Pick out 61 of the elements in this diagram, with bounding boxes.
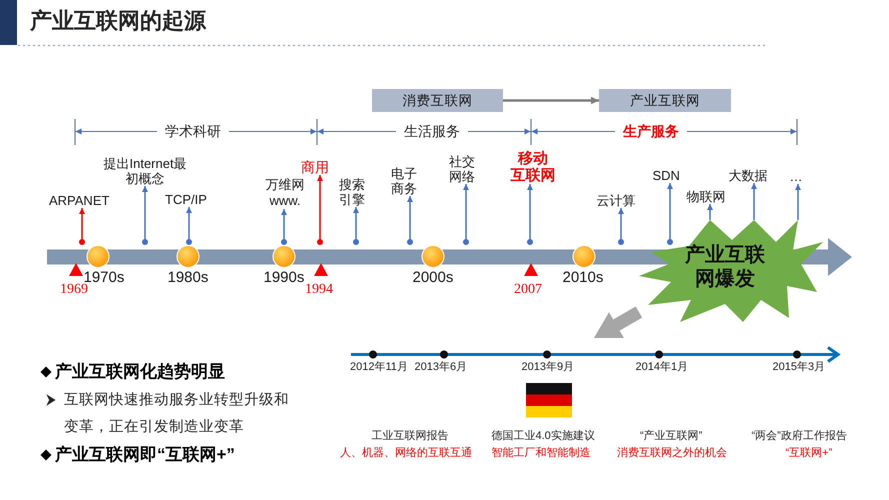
- pin-arrow: [527, 184, 533, 245]
- caption-text: “互联网+”: [786, 446, 832, 460]
- starburst: [639, 220, 823, 322]
- pin-arrow: [667, 183, 673, 245]
- stage-box: 消费互联网: [372, 89, 503, 112]
- decade-label: 1980s: [168, 270, 208, 284]
- caption-text: 工业互联网报告: [372, 430, 448, 442]
- date-label: 2013年9月: [522, 360, 574, 374]
- caption-text: “两会”政府工作报告: [752, 430, 847, 442]
- event-label: 万维网 www.: [262, 177, 308, 209]
- caption-text: 人、机器、网络的互联互通: [340, 446, 472, 460]
- event-label: 搜索引擎: [338, 177, 366, 207]
- event-label: 云计算: [596, 193, 636, 208]
- heading-text: 产业互联网即“互联网+”: [55, 445, 235, 465]
- event-label: 物联网: [686, 189, 726, 204]
- pin-arrow: [463, 184, 469, 245]
- event-label: ARPANET: [49, 193, 110, 208]
- arrow: [503, 96, 599, 104]
- event-label: …: [790, 169, 802, 184]
- event-label: TCP/IP: [165, 192, 207, 207]
- event-label: 电子商务: [390, 166, 418, 196]
- pin-arrow: [795, 184, 801, 220]
- page-title: 产业互联网的起源: [30, 7, 206, 35]
- pin-arrow: [317, 175, 323, 245]
- pin-arrow: [751, 183, 757, 220]
- date-label: 2015年3月: [772, 360, 826, 374]
- caption-text: 智能工厂和智能制造: [492, 446, 590, 460]
- pin-arrow: [407, 196, 413, 245]
- pin-arrow: [281, 209, 287, 245]
- event-label: 提出Internet最初概念: [104, 156, 187, 186]
- decade-label: 2000s: [412, 270, 454, 284]
- stage-box: 产业互联网: [599, 89, 731, 112]
- event-label: 大数据: [728, 168, 768, 183]
- phase-label: 学术科研: [165, 123, 221, 139]
- decade-label: 1990s: [264, 270, 304, 284]
- pin-arrow: [707, 204, 713, 220]
- year-label: 1994: [305, 283, 333, 297]
- event-label: SDN: [652, 168, 680, 183]
- phase-label: 生活服务: [404, 123, 460, 139]
- pin-arrow: [186, 207, 192, 245]
- pin-arrow: [618, 208, 624, 245]
- year-label: 2007: [514, 283, 542, 297]
- caption-text: 德国工业4.0实施建议: [492, 430, 595, 442]
- pin-arrow: [353, 207, 359, 245]
- decade-label: 1970s: [84, 270, 124, 284]
- event-label: 商用: [301, 159, 329, 175]
- decade-label: 2010s: [562, 270, 604, 284]
- date-label: 2013年6月: [414, 360, 468, 374]
- heading-text: 产业互联网化趋势明显: [55, 362, 225, 382]
- pin-arrow: [142, 186, 148, 245]
- event-label: 社交网络: [448, 154, 476, 184]
- event-label: 移动互联网: [510, 150, 556, 184]
- starburst-text: 产业互联网爆发: [684, 243, 766, 291]
- year-label: 1969: [60, 283, 88, 297]
- date-label: 2012年11月: [350, 360, 408, 374]
- block-arrow: [594, 306, 642, 338]
- date-label: 2014年1月: [636, 360, 688, 374]
- caption-text: 消费互联网之外的机会: [617, 446, 727, 460]
- pin-arrow: [79, 208, 85, 245]
- caption-text: “产业互联网”: [640, 430, 702, 442]
- bullet-text: 互联网快速推动服务业转型升级和变革，正在引发制造业变革: [64, 390, 290, 436]
